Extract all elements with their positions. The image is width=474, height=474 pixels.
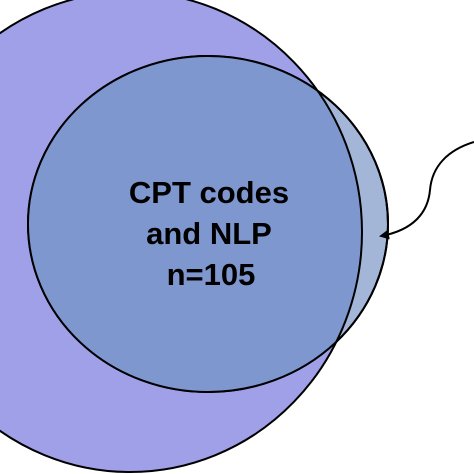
label-line-3: n=105 bbox=[167, 257, 256, 292]
pointer-arrow bbox=[379, 141, 474, 240]
intersection-label: CPT codes and NLP n=105 bbox=[129, 175, 293, 292]
small-set-outline bbox=[27, 55, 389, 393]
overlap-region bbox=[28, 56, 362, 392]
label-line-1: CPT codes bbox=[129, 175, 289, 210]
large-set-outline bbox=[28, 56, 363, 392]
label-line-2: and NLP bbox=[146, 216, 272, 251]
